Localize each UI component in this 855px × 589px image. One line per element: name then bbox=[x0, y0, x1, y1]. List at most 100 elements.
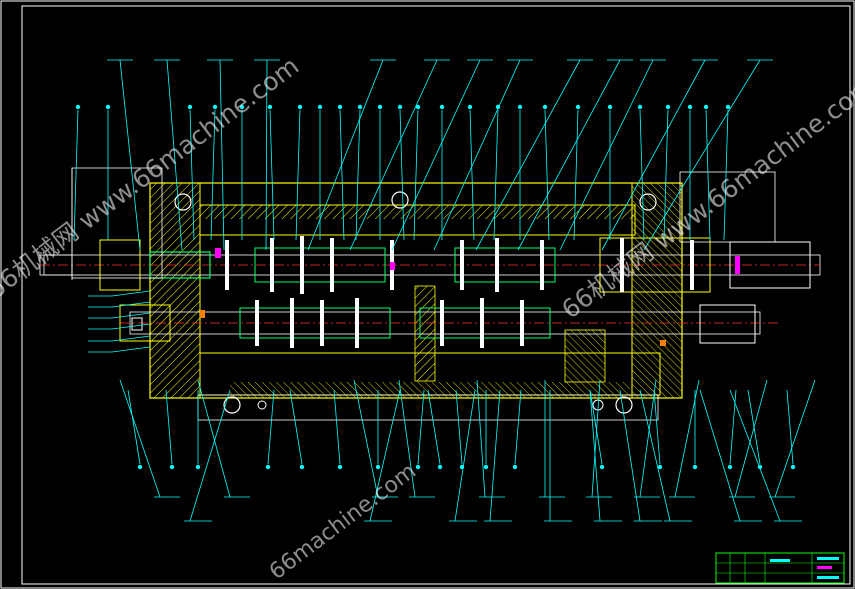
leader-dot bbox=[467, 104, 473, 110]
leader-dot bbox=[692, 464, 698, 470]
leader-line bbox=[119, 379, 161, 498]
leader-line bbox=[73, 109, 79, 241]
leader-dot bbox=[299, 464, 305, 470]
leader-line bbox=[774, 379, 816, 498]
leader-line bbox=[307, 59, 384, 251]
leader-line bbox=[573, 109, 579, 241]
leader-line bbox=[619, 389, 641, 522]
leader-dot bbox=[397, 104, 403, 110]
leader-line bbox=[111, 301, 151, 308]
callout-leaders bbox=[73, 59, 816, 522]
leader-dot bbox=[337, 104, 343, 110]
leader-line bbox=[197, 379, 231, 498]
leader-line bbox=[643, 59, 761, 251]
leader-line bbox=[514, 389, 522, 465]
leader-dot bbox=[239, 104, 245, 110]
leader-line bbox=[210, 109, 216, 241]
leader-line bbox=[734, 379, 768, 498]
leader-line bbox=[219, 59, 225, 251]
leader-line bbox=[433, 59, 521, 251]
leader-line bbox=[267, 389, 275, 465]
leader-line bbox=[591, 379, 601, 498]
leader-dot bbox=[687, 104, 693, 110]
leader-line bbox=[469, 109, 475, 241]
leader-line bbox=[189, 389, 231, 522]
leader-dot bbox=[169, 464, 175, 470]
leader-line bbox=[729, 389, 781, 522]
leader-line bbox=[339, 109, 345, 241]
leader-dot bbox=[459, 464, 465, 470]
leader-dot bbox=[415, 464, 421, 470]
leader-dot bbox=[757, 464, 763, 470]
leader-dot bbox=[267, 104, 273, 110]
leader-dot bbox=[725, 104, 731, 110]
leader-line bbox=[427, 389, 441, 465]
leader-dot bbox=[105, 104, 111, 110]
leader-line bbox=[166, 59, 183, 251]
leader-line bbox=[265, 59, 268, 251]
leader-dot bbox=[377, 104, 383, 110]
leader-line bbox=[391, 59, 481, 251]
leader-line bbox=[413, 109, 419, 241]
leader-dot bbox=[665, 104, 671, 110]
leader-line bbox=[705, 109, 711, 241]
leader-line bbox=[269, 109, 275, 241]
leader-dot bbox=[657, 464, 663, 470]
leader-line bbox=[589, 389, 603, 465]
leader-line bbox=[353, 379, 379, 498]
leader-dot bbox=[297, 104, 303, 110]
leader-dot bbox=[195, 464, 201, 470]
leader-line bbox=[663, 109, 669, 241]
leader-dot bbox=[599, 464, 605, 470]
leader-dot bbox=[187, 104, 193, 110]
leader-dot bbox=[317, 104, 323, 110]
leader-dot bbox=[517, 104, 523, 110]
leader-dot bbox=[439, 104, 445, 110]
leader-dot bbox=[575, 104, 581, 110]
leader-line bbox=[601, 59, 706, 251]
leader-dot bbox=[265, 464, 271, 470]
leader-dot bbox=[483, 464, 489, 470]
leader-line bbox=[399, 109, 405, 241]
leader-dot bbox=[512, 464, 518, 470]
leader-line bbox=[493, 109, 499, 241]
leader-line bbox=[639, 109, 645, 241]
leader-line bbox=[289, 389, 303, 465]
leader-line bbox=[189, 109, 195, 241]
leader-dot bbox=[703, 104, 709, 110]
leader-dot bbox=[137, 464, 143, 470]
leader-line bbox=[723, 109, 729, 241]
leader-line bbox=[349, 59, 438, 251]
leader-line bbox=[544, 109, 550, 241]
leader-line bbox=[475, 59, 581, 251]
leader-line bbox=[111, 335, 151, 342]
leader-line bbox=[639, 379, 657, 498]
gearbox-housing bbox=[149, 182, 683, 421]
leader-line bbox=[653, 389, 661, 465]
leader-line bbox=[786, 389, 794, 465]
upper-shaft-assembly bbox=[39, 236, 821, 294]
leader-line bbox=[119, 59, 141, 251]
leader-line bbox=[639, 389, 671, 522]
leader-dot bbox=[542, 104, 548, 110]
leader-line bbox=[111, 312, 151, 319]
leader-line bbox=[355, 109, 361, 241]
leader-line bbox=[417, 389, 425, 465]
leader-line bbox=[589, 389, 601, 522]
leader-line bbox=[455, 389, 463, 465]
leader-dot bbox=[357, 104, 363, 110]
inner-border bbox=[21, 5, 851, 585]
leader-line bbox=[489, 389, 501, 522]
leader-line bbox=[454, 389, 476, 522]
lower-shaft-assembly bbox=[119, 298, 780, 348]
leader-dot bbox=[637, 104, 643, 110]
leader-line bbox=[295, 109, 301, 241]
leader-line bbox=[369, 389, 401, 522]
leader-dot bbox=[75, 104, 81, 110]
right-end-cover bbox=[679, 171, 776, 243]
leader-line bbox=[165, 389, 173, 465]
left-end-cover bbox=[43, 167, 163, 280]
leader-dot bbox=[212, 104, 218, 110]
leader-line bbox=[559, 59, 654, 251]
